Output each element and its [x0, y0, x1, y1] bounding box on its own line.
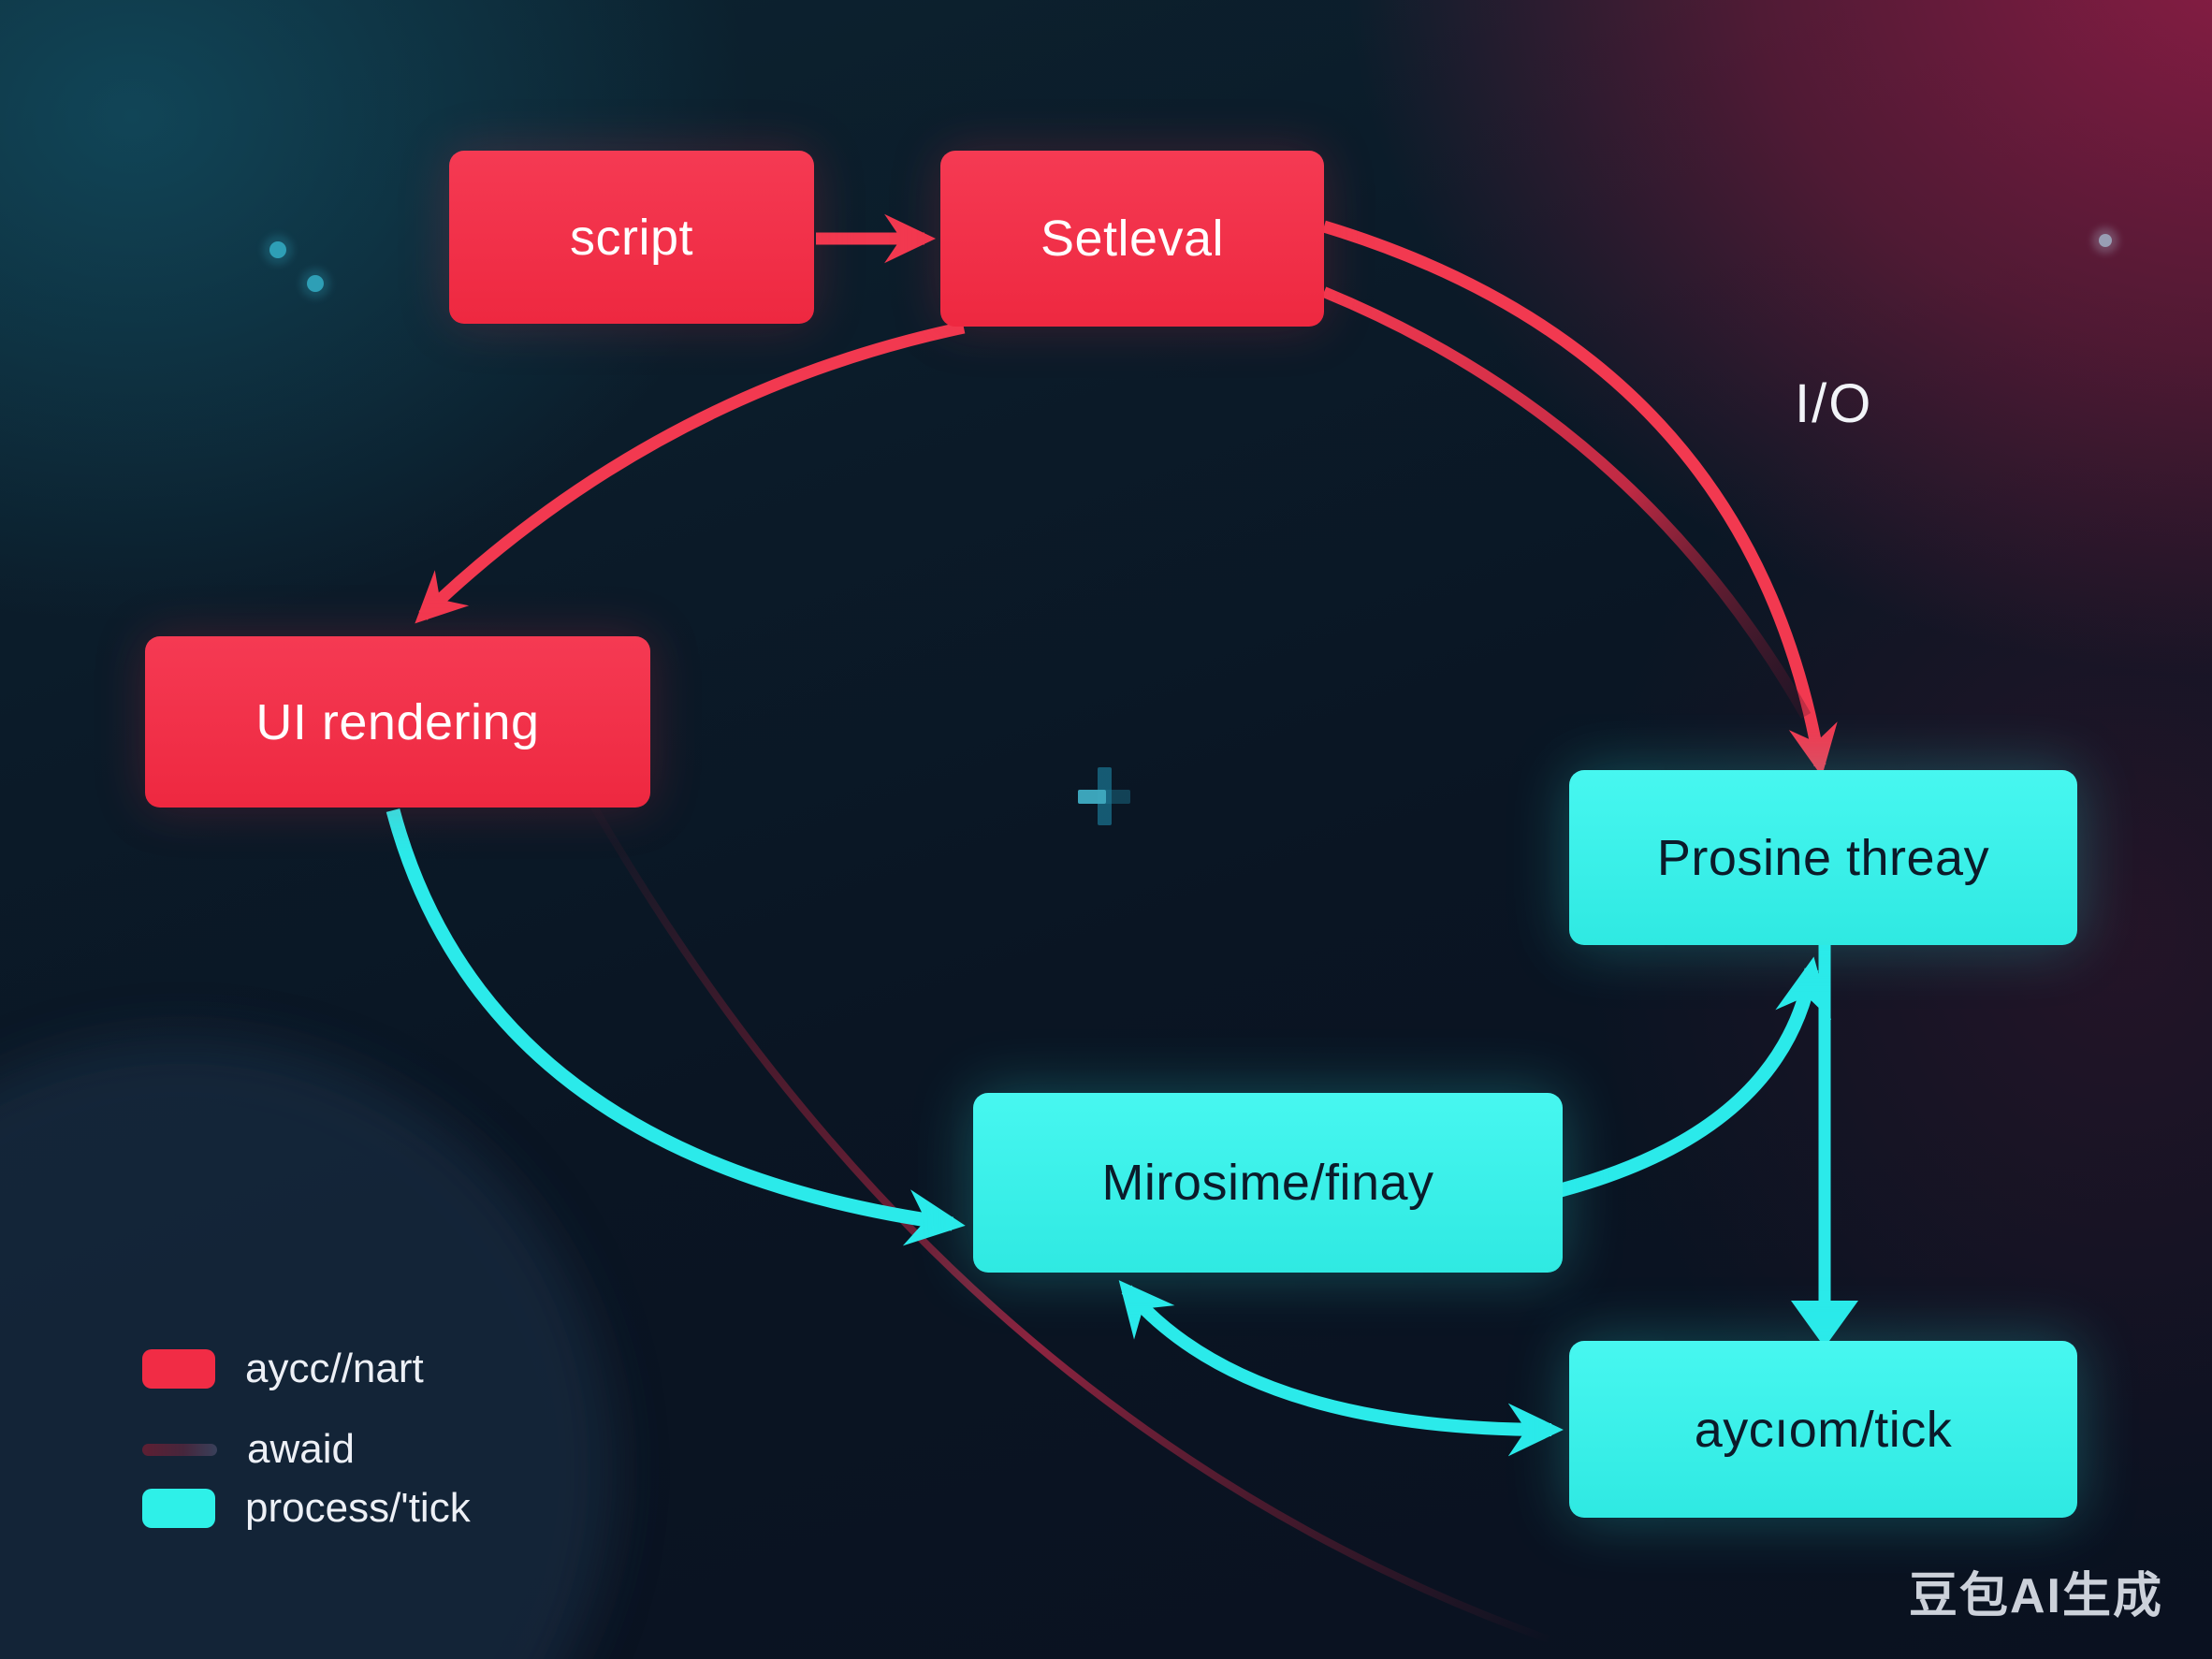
node-prosine-threay: Prosine threay — [1569, 770, 2077, 945]
edge-ui-rendering-to-mirosime — [386, 808, 966, 1246]
legend-item-process-tick: process/'tick — [142, 1485, 471, 1532]
legend-swatch-red — [142, 1349, 215, 1389]
sparkle-icon — [2092, 227, 2118, 254]
edge-mirosime-to-prosine — [1559, 956, 1832, 1198]
io-annotation: I/O — [1795, 373, 1873, 434]
legend-swatch-await-bar — [142, 1443, 217, 1456]
legend-item-async: aycc//nart — [142, 1346, 424, 1392]
watermark: 豆包AI生成 — [1908, 1569, 2163, 1623]
glow-dots-icon — [263, 235, 330, 298]
node-setleval: Setleval — [940, 151, 1324, 327]
legend-label-await: awaid — [247, 1426, 355, 1472]
node-script-label: script — [569, 209, 693, 266]
legend-swatch-cyan — [142, 1489, 215, 1528]
node-setleval-label: Setleval — [1040, 211, 1225, 267]
node-ayciom-tick-label: aycıom/tick — [1694, 1401, 1953, 1458]
plus-icon — [1078, 767, 1130, 825]
node-ui-rendering: UI rendering — [145, 636, 650, 808]
node-mirosime-finay-label: Mirosime/finay — [1101, 1155, 1434, 1211]
node-mirosime-finay: Mirosime/finay — [973, 1093, 1563, 1273]
legend-item-await: awaid — [142, 1426, 355, 1473]
node-prosine-threay-label: Prosine threay — [1656, 829, 1990, 886]
edge-setleval-to-prosine-fading — [1321, 286, 1812, 719]
edge-setleval-to-prosine-io — [1322, 220, 1838, 777]
edge-setleval-to-ui-rendering — [415, 321, 966, 624]
node-ayciom-tick: aycıom/tick — [1569, 1341, 2077, 1518]
node-script: script — [449, 151, 814, 324]
edge-await-faint-arc — [581, 789, 1550, 1643]
edge-ayciom-mirosime-double — [1118, 1280, 1564, 1457]
edge-prosine-to-ayciom-arrowhead — [1791, 1301, 1858, 1347]
legend-label-process-tick: process/'tick — [245, 1485, 471, 1531]
node-ui-rendering-label: UI rendering — [255, 693, 540, 750]
legend-label-async: aycc//nart — [245, 1346, 424, 1391]
